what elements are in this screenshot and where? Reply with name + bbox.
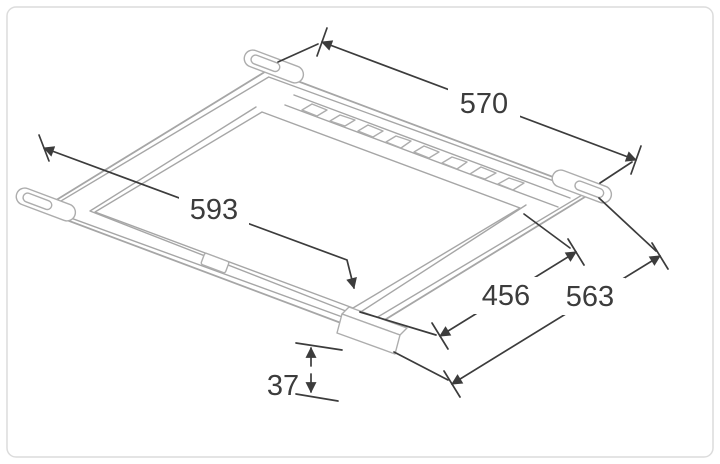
dimension-label-563: 563 — [566, 281, 614, 313]
extension-line — [599, 161, 633, 184]
dimension-label-593: 593 — [190, 194, 238, 226]
dimension-frame-height: 37 — [267, 342, 343, 402]
corner-tab-bottom-left — [15, 187, 77, 222]
corner-tab-top-right — [551, 169, 613, 204]
corner-tab-top-left — [243, 49, 305, 84]
label-background — [179, 191, 249, 228]
dimension-line — [451, 255, 661, 385]
extension-line — [295, 342, 343, 351]
dimension-inner-width: 593 — [38, 134, 357, 290]
dimension-label-456: 456 — [482, 280, 530, 312]
dimension-label-570: 570 — [460, 88, 508, 120]
label-background — [555, 278, 625, 315]
extension-line — [393, 351, 449, 381]
rail-notch — [469, 166, 497, 180]
image-border — [6, 6, 714, 458]
dimension-label-37: 37 — [267, 370, 299, 402]
extension-line — [598, 197, 657, 252]
extension-line — [277, 43, 319, 63]
dimension-top-width: 570 — [277, 27, 642, 184]
foot-block — [336, 306, 408, 355]
label-background — [448, 85, 520, 122]
extension-line — [359, 311, 437, 336]
dimension-outer-depth: 563 — [393, 197, 669, 398]
rail-notch — [497, 177, 525, 191]
dimension-line — [42, 146, 357, 290]
extension-line — [295, 393, 339, 402]
extension-line — [523, 213, 571, 249]
